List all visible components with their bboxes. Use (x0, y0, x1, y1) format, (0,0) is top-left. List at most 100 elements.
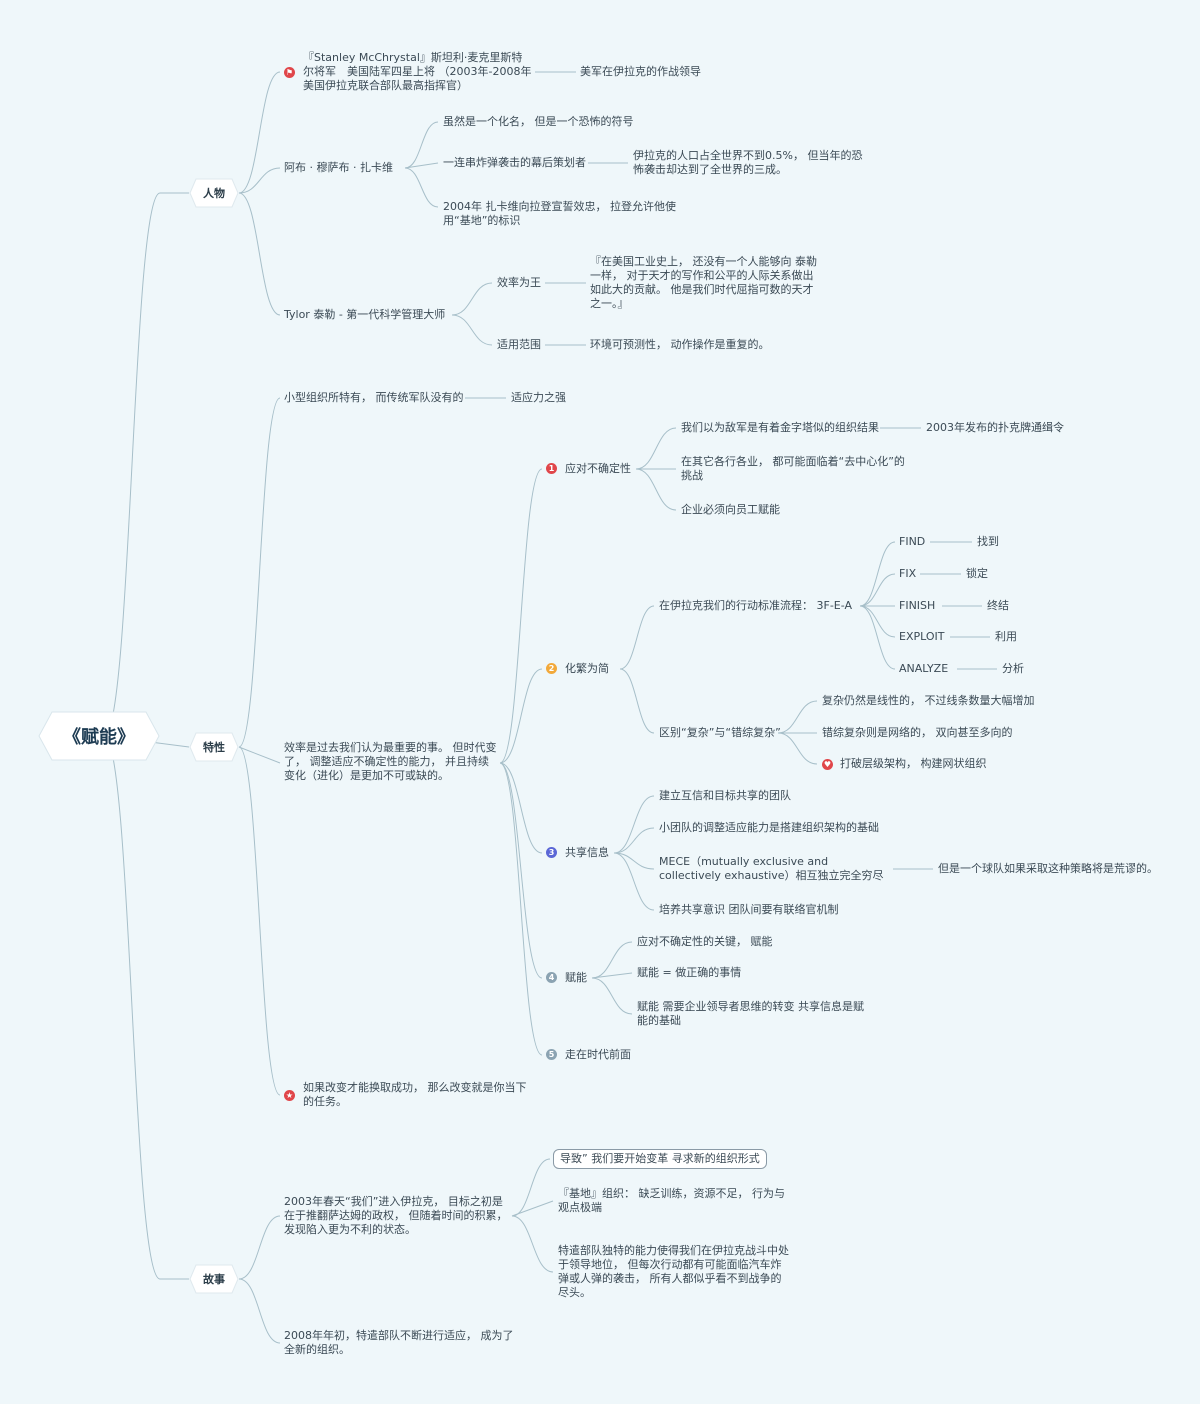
connector-line (511, 1215, 554, 1273)
branch-people-label: 人物 (203, 187, 225, 200)
connector-line (404, 121, 439, 169)
connector-line (613, 827, 655, 854)
node-efficiency[interactable]: 效率是过去我们认为最重要的事。 但时代变了， 调整适应不确定性的能力， 并且持续… (284, 741, 497, 782)
connector-line (499, 668, 543, 764)
node-small-org[interactable]: 小型组织所特有， 而传统军队没有的 (284, 391, 464, 404)
branch-shape (189, 178, 239, 208)
connector-line (859, 605, 896, 670)
node-abu-c2[interactable]: 一连串炸弹袭击的幕后策划者 (443, 156, 586, 169)
node-step-cn[interactable]: 分析 (1002, 662, 1024, 675)
connector-line (511, 1200, 554, 1217)
connector-line (238, 192, 281, 316)
connector-line (499, 762, 543, 854)
connector-line (238, 167, 281, 194)
node-tylor[interactable]: Tylor 泰勒 - 第一代科学管理大师 (284, 308, 446, 321)
node-share[interactable]: 共享信息 (565, 846, 609, 859)
node-share-c2[interactable]: 小团队的调整适应能力是搭建组织架构的基础 (659, 821, 879, 834)
node-empower[interactable]: 赋能 (565, 971, 587, 984)
node-tylor-c1[interactable]: 效率为王 (497, 276, 541, 289)
node-share-c4[interactable]: 培养共享意识 团队间要有联络官机制 (659, 903, 839, 916)
node-step-en[interactable]: ANALYZE (899, 662, 949, 675)
node-step-en[interactable]: EXPLOIT (899, 630, 945, 643)
node-tylor-c2[interactable]: 适用范围 (497, 338, 541, 351)
connector-line (451, 282, 493, 316)
node-simplify-diff[interactable]: 区别“复杂”与“错综复杂” (659, 726, 781, 739)
branch-shape (189, 732, 239, 762)
node-ahead[interactable]: 走在时代前面 (565, 1048, 631, 1061)
node-abu[interactable]: 阿布 · 穆萨布 · 扎卡维 (284, 161, 393, 174)
node-empower-c2[interactable]: 赋能 = 做正确的事情 (637, 966, 742, 979)
connector-line (613, 852, 655, 911)
node-share-c1[interactable]: 建立互信和目标共享的团队 (659, 789, 791, 802)
branch-traits[interactable]: 特性 (189, 732, 239, 762)
connector-line (591, 941, 633, 979)
node-diff-c3[interactable]: 打破层级架构， 构建网状组织 (840, 757, 987, 770)
node-abu-c2-child[interactable]: 伊拉克的人口占全世界不到0.5%， 但当年的恐怖袭击却达到了全世界的三成。 (633, 149, 863, 176)
node-simplify-flow[interactable]: 在伊拉克我们的行动标准流程： 3F-E-A (659, 599, 852, 612)
connector-line (635, 468, 677, 511)
node-stanley[interactable]: 『Stanley McChrystal』斯坦利·麦克里斯特尔将军 美国陆军四星上… (303, 51, 532, 92)
node-diff-c2[interactable]: 错综复杂则是网络的， 双向甚至多向的 (822, 726, 1013, 739)
node-share-c3[interactable]: MECE（mutually exclusive and collectively… (659, 855, 884, 882)
number-five-icon: 5 (546, 1049, 557, 1060)
connector-line (635, 427, 677, 470)
node-step-cn[interactable]: 锁定 (966, 567, 988, 580)
node-uncertainty-c3[interactable]: 企业必须向员工赋能 (681, 503, 780, 516)
connector-line (238, 397, 281, 748)
connector-line (591, 972, 633, 979)
node-uncertainty-c2[interactable]: 在其它各行各业， 都可能面临着“去中心化”的挑战 (681, 455, 905, 482)
connector-line (238, 1278, 281, 1344)
branch-people[interactable]: 人物 (189, 178, 239, 208)
node-step-cn[interactable]: 找到 (977, 535, 999, 548)
node-story-2008[interactable]: 2008年年初，特遣部队不断进行适应， 成为了全新的组织。 (284, 1329, 514, 1356)
node-diff-c1[interactable]: 复杂仍然是线性的， 不过线条数量大幅增加 (822, 694, 1035, 707)
root-shape (38, 711, 160, 761)
branch-shape (189, 1264, 239, 1294)
node-share-c3-child[interactable]: 但是一个球队如果采取这种策略将是荒谬的。 (938, 862, 1158, 875)
connector-line (103, 735, 161, 1280)
node-abu-c1[interactable]: 虽然是一个化名， 但是一个恐怖的符号 (443, 115, 634, 128)
node-uncertainty[interactable]: 应对不确定性 (565, 462, 631, 475)
connector-line (511, 1158, 551, 1217)
connector-line (619, 605, 655, 670)
node-simplify[interactable]: 化繁为简 (565, 662, 609, 675)
node-step-cn[interactable]: 终结 (987, 599, 1009, 612)
root-node[interactable]: 《赋能》 (38, 711, 160, 761)
node-story-alqaeda[interactable]: 『基地』组织： 缺乏训练，资源不足， 行为与观点极端 (558, 1187, 785, 1214)
connector-line (777, 700, 818, 734)
connector-line (859, 541, 896, 607)
connector-line (103, 192, 161, 737)
branch-traits-label: 特性 (203, 741, 225, 754)
node-step-cn[interactable]: 利用 (995, 630, 1017, 643)
node-empower-c1[interactable]: 应对不确定性的关键， 赋能 (637, 935, 773, 948)
branch-story[interactable]: 故事 (189, 1264, 239, 1294)
node-tylor-c1-child[interactable]: 『在美国工业史上， 还没有一个人能够向 泰勒一样， 对于天才的写作和公平的人际关… (590, 255, 817, 310)
node-step-en[interactable]: FINISH (899, 599, 936, 612)
node-stanley-child[interactable]: 美军在伊拉克的作战领导 (580, 65, 701, 78)
node-step-en[interactable]: FIX (899, 567, 917, 580)
node-abu-c3[interactable]: 2004年 扎卡维向拉登宣誓效忠， 拉登允许他使用“基地”的标识 (443, 200, 676, 227)
number-one-icon: 1 (546, 463, 557, 474)
node-uncertainty-c1[interactable]: 我们以为敌军是有着金字塔似的组织结果 (681, 421, 879, 434)
node-empower-c3[interactable]: 赋能 需要企业领导者思维的转变 共享信息是赋能的基础 (637, 1000, 864, 1027)
connector-line (404, 162, 439, 169)
connector-line (591, 977, 633, 1015)
node-step-en[interactable]: FIND (899, 535, 926, 548)
node-small-org-child[interactable]: 适应力之强 (511, 391, 566, 404)
node-story-taskforce[interactable]: 特遣部队独特的能力使得我们在伊拉克战斗中处于领导地位， 但每次行动都有可能面临汽… (558, 1244, 789, 1299)
connector-line (777, 732, 818, 765)
connector-line (238, 746, 281, 764)
number-four-icon: 4 (546, 972, 557, 983)
node-change[interactable]: 如果改变才能换取成功， 那么改变就是你当下的任务。 (303, 1081, 527, 1108)
star-icon: ★ (284, 1090, 295, 1101)
branch-story-label: 故事 (203, 1273, 225, 1286)
connector-line (859, 573, 896, 607)
connector-line (238, 71, 281, 194)
node-story-2003[interactable]: 2003年春天“我们”进入伊拉克， 目标之初是在于推翻萨达姆的政权， 但随着时间… (284, 1195, 508, 1236)
node-story-change[interactable]: 导致” 我们要开始变革 寻求新的组织形式 (553, 1149, 767, 1169)
connector-line (613, 852, 655, 870)
node-uncertainty-c1-child[interactable]: 2003年发布的扑克牌通缉令 (926, 421, 1064, 434)
connector-line (404, 167, 439, 208)
node-tylor-c2-child[interactable]: 环境可预测性， 动作操作是重复的。 (590, 338, 770, 351)
